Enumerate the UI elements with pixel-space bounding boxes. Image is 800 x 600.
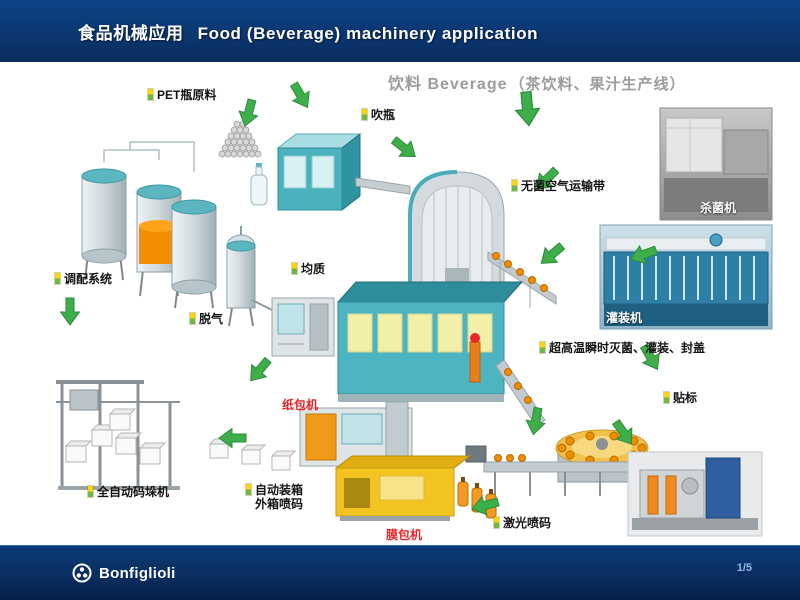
slide-header: 食品机械应用 Food (Beverage) machinery applicat… xyxy=(0,0,800,62)
pet-pellets-pile xyxy=(218,120,262,158)
label-text: 超高温瞬时灭菌、灌装、封盖 xyxy=(549,341,706,355)
product-bottles xyxy=(457,477,497,519)
label-carton-packer: 纸包机 xyxy=(282,398,319,412)
labeler-photo xyxy=(627,451,763,537)
bullet-marker-icon xyxy=(54,272,61,285)
slide-title-en: Food (Beverage) machinery application xyxy=(197,23,539,43)
blending-tanks xyxy=(81,141,217,309)
label-text: 自动装箱 xyxy=(255,483,304,497)
label-text: 全自动码垛机 xyxy=(97,485,170,499)
label-text: PET瓶原料 xyxy=(157,88,217,102)
slide-title-zh: 食品机械应用 xyxy=(78,23,184,43)
pet-bottle xyxy=(250,163,268,206)
subtitle-main: 饮料 Beverage xyxy=(388,76,508,93)
caption-sterilizer: 杀菌机 xyxy=(700,201,737,215)
bullet-marker-icon xyxy=(189,312,196,325)
brand-name: Bonfiglioli xyxy=(99,564,176,582)
slide-footer: Bonfiglioli 1/5 xyxy=(0,545,800,600)
label-degasser: 脱气 xyxy=(189,312,224,326)
label-case-packing: 自动装箱外箱喷码 xyxy=(245,483,304,512)
caption-filler: 灌装机 xyxy=(606,311,643,325)
label-homogenizer: 均质 xyxy=(291,262,326,276)
label-text: 无菌空气运输带 xyxy=(521,179,606,193)
filler-photo xyxy=(599,224,773,330)
carton-boxes xyxy=(208,438,297,471)
label-text: 均质 xyxy=(301,262,326,276)
page-number: 1/5 xyxy=(736,562,752,574)
label-text: 激光喷码 xyxy=(503,516,552,530)
rinse-tunnel xyxy=(408,170,505,309)
diagram-subtitle: 饮料 Beverage（茶饮料、果汁生产线） xyxy=(388,70,686,94)
label-shrink-wrapper: 膜包机 xyxy=(386,528,423,542)
label-laser-coding: 激光喷码 xyxy=(493,516,552,530)
sterilizer-photo xyxy=(659,107,773,221)
bullet-marker-icon xyxy=(511,179,518,192)
label-text: 调配系统 xyxy=(64,272,113,286)
slide-title: 食品机械应用 Food (Beverage) machinery applicat… xyxy=(78,19,538,44)
label-labeling: 贴标 xyxy=(663,391,698,405)
label-text: 贴标 xyxy=(673,391,698,405)
label-aseptic-air-conveyor: 无菌空气运输带 xyxy=(511,179,606,193)
label-blending-system: 调配系统 xyxy=(54,272,113,286)
label-text: 脱气 xyxy=(199,312,224,326)
bullet-marker-icon xyxy=(147,88,154,101)
label-palletizer: 全自动码垛机 xyxy=(87,485,170,499)
shrink-wrapper-machine xyxy=(334,455,472,521)
bullet-marker-icon xyxy=(361,108,368,121)
blow-molding-machine xyxy=(276,132,411,212)
bonfiglioli-logo-icon xyxy=(72,563,92,583)
bullet-marker-icon xyxy=(663,391,670,404)
bullet-marker-icon xyxy=(493,516,500,529)
label-blow-molding: 吹瓶 xyxy=(361,108,396,122)
air-conveyor xyxy=(487,251,557,308)
brand-logo: Bonfiglioli xyxy=(72,563,176,583)
degasser-column xyxy=(226,226,256,327)
label-pet-material: PET瓶原料 xyxy=(147,88,217,102)
homogenizer-unit xyxy=(251,297,335,357)
subtitle-paren: （茶饮料、果汁生产线） xyxy=(509,76,686,93)
palletizer-machine xyxy=(56,380,180,490)
bullet-marker-icon xyxy=(539,341,546,354)
discharge-conveyor xyxy=(465,445,647,496)
label-uht-filling-capping: 超高温瞬时灭菌、灌装、封盖 xyxy=(539,341,706,355)
label-text: 外箱喷码 xyxy=(255,497,304,512)
bullet-marker-icon xyxy=(291,262,298,275)
label-text: 吹瓶 xyxy=(371,108,396,122)
bullet-marker-icon xyxy=(87,485,94,498)
bullet-marker-icon xyxy=(245,483,252,496)
uht-filling-tunnel xyxy=(336,281,546,427)
